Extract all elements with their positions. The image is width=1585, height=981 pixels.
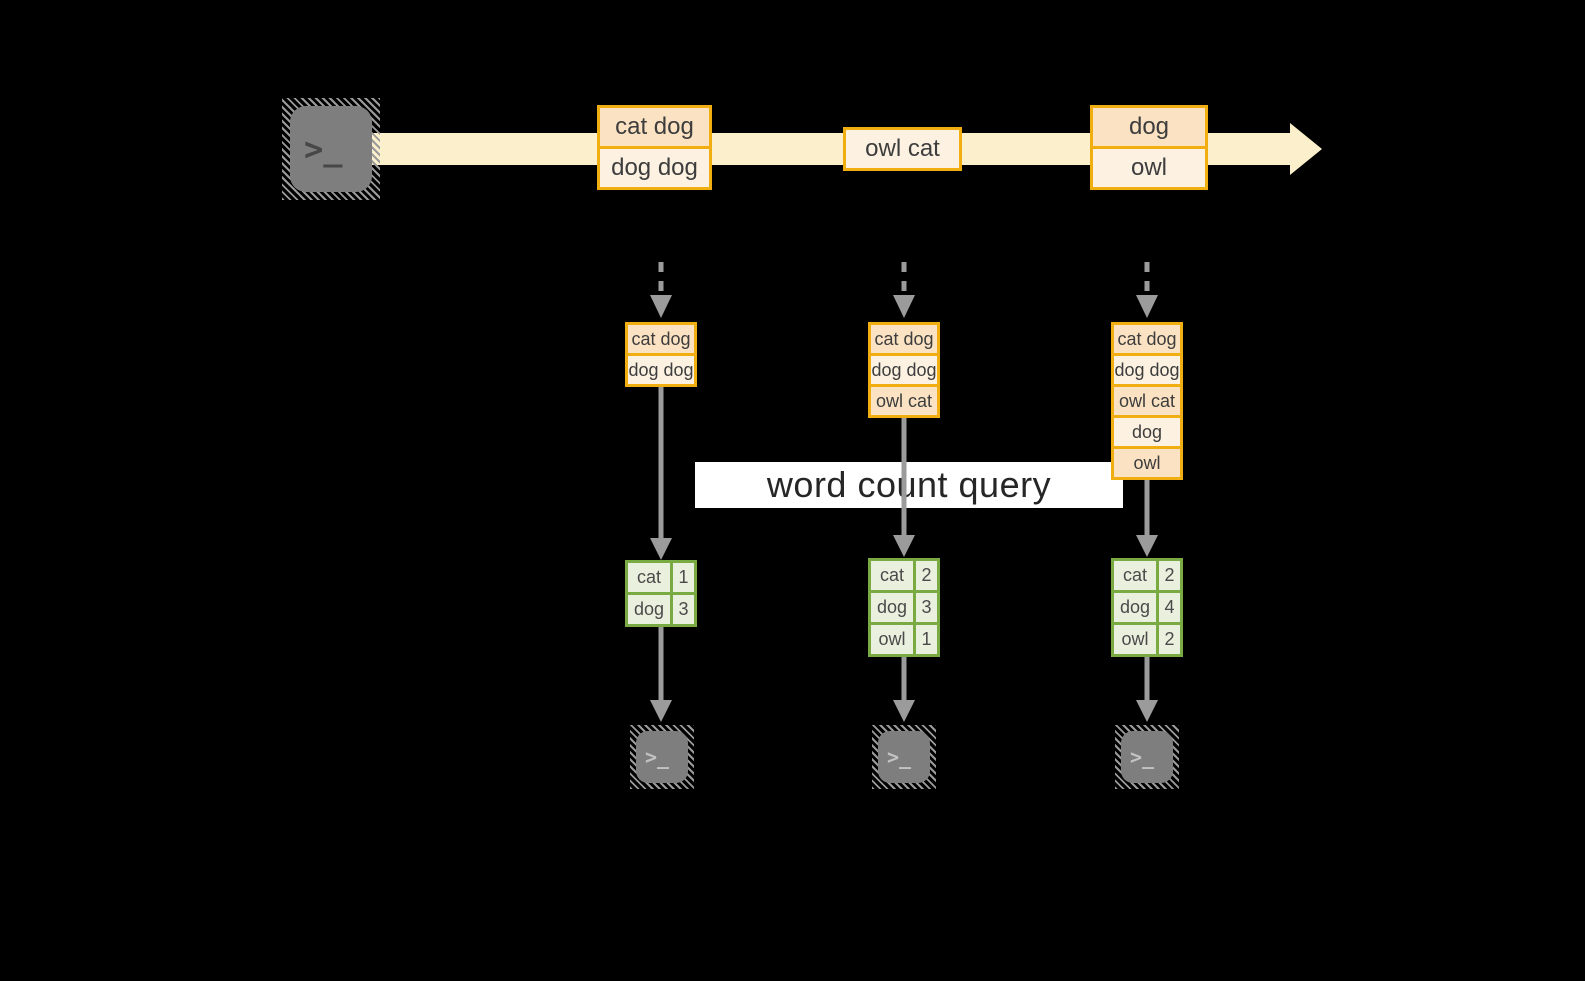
result-word: dog	[628, 595, 670, 624]
output-arrow-col3	[1136, 657, 1158, 722]
result-word: cat	[628, 563, 670, 592]
output-arrow-col2	[893, 657, 915, 722]
terminal-icon: >_	[282, 98, 380, 200]
input-table-3: cat dog dog dog owl cat dog owl	[1111, 322, 1183, 480]
input-table-2: cat dog dog dog owl cat	[868, 322, 940, 418]
dashed-arrow-col1	[650, 262, 672, 318]
result-count: 1	[916, 625, 937, 654]
output-arrow-col1	[650, 627, 672, 722]
result-table-3: cat 2 dog 4 owl 2	[1111, 558, 1183, 657]
input-row: dog dog	[628, 353, 694, 384]
batch-row: dog dog	[600, 146, 709, 187]
batch-box-2: owl cat	[843, 127, 962, 171]
terminal-icon-body: >_	[290, 106, 372, 192]
batch-row: owl cat	[846, 130, 959, 168]
batch-row: dog	[1093, 108, 1205, 146]
stream-arrow-head-icon	[1290, 123, 1322, 175]
query-arrow-col3	[1136, 480, 1158, 557]
batch-row: owl	[1093, 146, 1205, 187]
terminal-prompt-glyph: >_	[304, 130, 343, 168]
result-count: 3	[916, 593, 937, 622]
terminal-prompt-glyph: >_	[887, 745, 912, 769]
batch-box-3: dog owl	[1090, 105, 1208, 190]
result-count: 3	[673, 595, 694, 624]
result-word: owl	[871, 625, 913, 654]
input-row: cat dog	[871, 325, 937, 353]
query-label: word count query	[695, 462, 1123, 508]
input-row: owl	[1114, 446, 1180, 477]
result-count: 2	[916, 561, 937, 590]
input-row: cat dog	[628, 325, 694, 353]
batch-row: cat dog	[600, 108, 709, 146]
result-table-1: cat 1 dog 3	[625, 560, 697, 627]
input-row: dog dog	[871, 353, 937, 384]
input-row: dog	[1114, 415, 1180, 446]
terminal-icon-body: >_	[1121, 731, 1173, 783]
dashed-arrow-col2	[893, 262, 915, 318]
terminal-icon-body: >_	[636, 731, 688, 783]
terminal-icon: >_	[872, 725, 936, 789]
terminal-prompt-glyph: >_	[645, 745, 670, 769]
result-count: 1	[673, 563, 694, 592]
result-word: cat	[871, 561, 913, 590]
result-count: 2	[1159, 625, 1180, 654]
terminal-prompt-glyph: >_	[1130, 745, 1155, 769]
result-word: owl	[1114, 625, 1156, 654]
result-count: 4	[1159, 593, 1180, 622]
input-table-1: cat dog dog dog	[625, 322, 697, 387]
input-row: owl cat	[1114, 384, 1180, 415]
result-word: cat	[1114, 561, 1156, 590]
result-word: dog	[1114, 593, 1156, 622]
result-count: 2	[1159, 561, 1180, 590]
input-row: cat dog	[1114, 325, 1180, 353]
result-table-2: cat 2 dog 3 owl 1	[868, 558, 940, 657]
input-row: dog dog	[1114, 353, 1180, 384]
terminal-icon: >_	[1115, 725, 1179, 789]
result-word: dog	[871, 593, 913, 622]
dashed-arrow-col3	[1136, 262, 1158, 318]
batch-box-1: cat dog dog dog	[597, 105, 712, 190]
query-arrow-col1	[650, 387, 672, 560]
terminal-icon-body: >_	[878, 731, 930, 783]
input-row: owl cat	[871, 384, 937, 415]
terminal-icon: >_	[630, 725, 694, 789]
